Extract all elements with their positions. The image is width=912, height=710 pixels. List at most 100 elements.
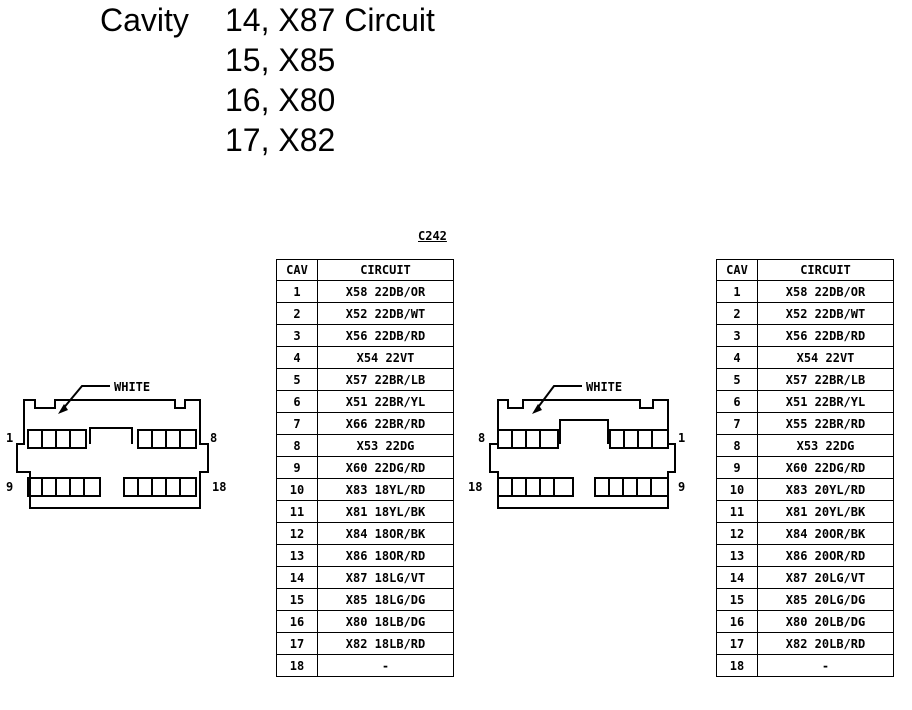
cavity-label: Cavity bbox=[100, 2, 189, 38]
pin-label: 8 bbox=[478, 431, 485, 445]
cell-circuit: X51 22BR/YL bbox=[757, 390, 894, 413]
cell-circuit: X54 22VT bbox=[757, 346, 894, 369]
cell-cav: 18 bbox=[276, 654, 318, 677]
cell-cav: 6 bbox=[716, 390, 758, 413]
cell-circuit: X83 18YL/RD bbox=[317, 478, 454, 501]
column-header-cav: CAV bbox=[276, 259, 318, 281]
cell-cav: 4 bbox=[276, 346, 318, 369]
cell-cav: 16 bbox=[716, 610, 758, 633]
cell-circuit: - bbox=[757, 654, 894, 677]
cell-cav: 17 bbox=[716, 632, 758, 655]
cell-cav: 3 bbox=[276, 324, 318, 347]
left-connector-diagram: WHITE 1 8 9 18 bbox=[0, 370, 240, 520]
cell-circuit: X55 22BR/RD bbox=[757, 412, 894, 435]
cell-circuit: X54 22VT bbox=[317, 346, 454, 369]
white-label: WHITE bbox=[586, 380, 622, 394]
cell-cav: 3 bbox=[716, 324, 758, 347]
table-header-row: CAV CIRCUIT bbox=[716, 259, 894, 281]
cell-circuit: X52 22DB/WT bbox=[317, 302, 454, 325]
cell-cav: 6 bbox=[276, 390, 318, 413]
cell-cav: 5 bbox=[716, 368, 758, 391]
cell-cav: 13 bbox=[716, 544, 758, 567]
cell-circuit: X60 22DG/RD bbox=[317, 456, 454, 479]
connector-heading: C242 bbox=[418, 229, 447, 243]
cell-circuit: X53 22DG bbox=[317, 434, 454, 457]
cell-circuit: X53 22DG bbox=[757, 434, 894, 457]
cell-circuit: X80 18LB/DG bbox=[317, 610, 454, 633]
cell-cav: 12 bbox=[716, 522, 758, 545]
cell-cav: 1 bbox=[716, 280, 758, 303]
cell-cav: 4 bbox=[716, 346, 758, 369]
cell-cav: 16 bbox=[276, 610, 318, 633]
cell-cav: 2 bbox=[716, 302, 758, 325]
table-row: 18- bbox=[716, 654, 894, 677]
cell-circuit: X60 22DG/RD bbox=[757, 456, 894, 479]
table-row: 18- bbox=[276, 654, 454, 677]
pin-label: 18 bbox=[468, 480, 482, 494]
cell-circuit: X86 20OR/RD bbox=[757, 544, 894, 567]
pin-label: 9 bbox=[678, 480, 685, 494]
cell-cav: 7 bbox=[276, 412, 318, 435]
cell-circuit: X82 18LB/RD bbox=[317, 632, 454, 655]
cell-cav: 9 bbox=[276, 456, 318, 479]
cell-circuit: X66 22BR/RD bbox=[317, 412, 454, 435]
cavity-line: 16, X80 bbox=[225, 82, 336, 118]
cell-circuit: X58 22DB/OR bbox=[317, 280, 454, 303]
cell-cav: 1 bbox=[276, 280, 318, 303]
cell-cav: 13 bbox=[276, 544, 318, 567]
cell-cav: 14 bbox=[276, 566, 318, 589]
cell-circuit: X81 20YL/BK bbox=[757, 500, 894, 523]
cell-cav: 17 bbox=[276, 632, 318, 655]
cell-cav: 14 bbox=[716, 566, 758, 589]
cell-circuit: - bbox=[317, 654, 454, 677]
cell-circuit: X80 20LB/DG bbox=[757, 610, 894, 633]
cell-circuit: X85 20LG/DG bbox=[757, 588, 894, 611]
cell-cav: 18 bbox=[716, 654, 758, 677]
connector-drawing: WHITE 8 1 18 9 bbox=[468, 380, 685, 509]
column-header-circuit: CIRCUIT bbox=[317, 259, 454, 281]
cell-cav: 9 bbox=[716, 456, 758, 479]
cell-cav: 15 bbox=[716, 588, 758, 611]
cell-circuit: X87 18LG/VT bbox=[317, 566, 454, 589]
cell-circuit: X51 22BR/YL bbox=[317, 390, 454, 413]
cell-circuit: X81 18YL/BK bbox=[317, 500, 454, 523]
cell-cav: 12 bbox=[276, 522, 318, 545]
cell-circuit: X82 20LB/RD bbox=[757, 632, 894, 655]
cell-circuit: X57 22BR/LB bbox=[757, 368, 894, 391]
cell-circuit: X58 22DB/OR bbox=[757, 280, 894, 303]
pin-label: 8 bbox=[210, 431, 217, 445]
pin-label: 1 bbox=[678, 431, 685, 445]
pin-label: 18 bbox=[212, 480, 226, 494]
pin-label: 9 bbox=[6, 480, 13, 494]
column-header-cav: CAV bbox=[716, 259, 758, 281]
cell-cav: 15 bbox=[276, 588, 318, 611]
cell-cav: 8 bbox=[276, 434, 318, 457]
connector-drawing: WHITE 1 8 9 18 bbox=[6, 380, 226, 509]
